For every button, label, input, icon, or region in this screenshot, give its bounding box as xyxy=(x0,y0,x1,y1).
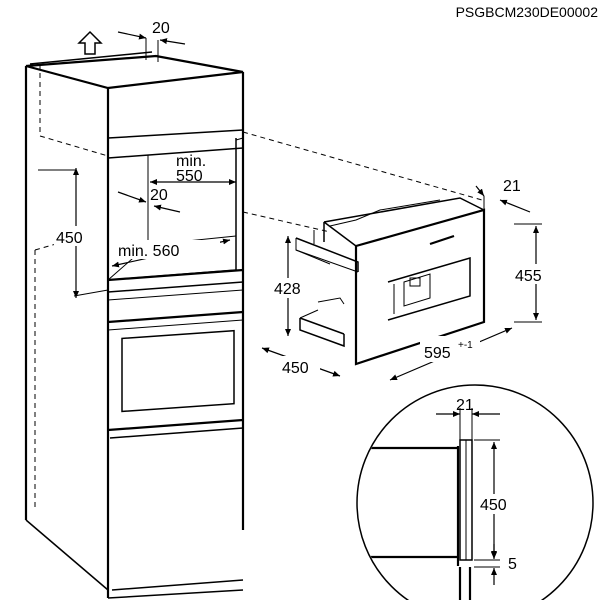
cabinet-niche-height-dimension: 450 xyxy=(54,168,94,298)
appliance-depth-label: 21 xyxy=(503,178,521,195)
appliance-width-dimension: 595 +-1 xyxy=(389,327,513,381)
appliance-drawing xyxy=(295,197,486,366)
cabinet-inner-gap-label: 20 xyxy=(150,187,168,204)
cabinet-drawing xyxy=(24,51,245,599)
niche-height-label: 450 xyxy=(56,230,83,247)
projection-lines xyxy=(242,131,483,233)
appliance-body-height-dimension: 428 xyxy=(272,236,308,336)
appliance-body-depth-dimension: 450 xyxy=(261,347,341,377)
detail-depth-label: 21 xyxy=(456,397,474,414)
appliance-width-label: 595 xyxy=(424,345,451,362)
cabinet-niche-depth-dimension: min. 560 xyxy=(111,238,231,268)
niche-width-line2: 550 xyxy=(176,168,203,185)
detail-gap-label: 5 xyxy=(508,556,517,573)
appliance-depth-dimension: 21 xyxy=(475,178,531,213)
up-arrow-icon xyxy=(77,30,103,55)
detail-height-dimension: 450 xyxy=(478,442,516,558)
appliance-body-depth-label: 450 xyxy=(282,360,309,377)
cabinet-niche-width-dimension: min. 550 xyxy=(150,153,236,185)
appliance-height-dimension: 455 xyxy=(512,223,552,323)
appliance-height-label: 455 xyxy=(515,268,542,285)
niche-width-line1: min. xyxy=(176,153,206,170)
detail-gap-dimension: 5 xyxy=(491,544,517,585)
cabinet-inner-gap-dimension: 20 xyxy=(117,187,181,213)
detail-circle xyxy=(356,384,594,600)
cabinet-top-gap-label: 20 xyxy=(152,20,170,37)
appliance-width-tolerance: +-1 xyxy=(458,340,473,351)
cabinet-top-gap-dimension: 20 xyxy=(117,20,186,62)
niche-depth-label: min. 560 xyxy=(118,243,179,260)
detail-height-label: 450 xyxy=(480,497,507,514)
detail-depth-dimension: 21 xyxy=(436,397,500,440)
document-code: PSGBCM230DE00002 xyxy=(456,4,599,20)
appliance-body-height-label: 428 xyxy=(274,281,301,298)
